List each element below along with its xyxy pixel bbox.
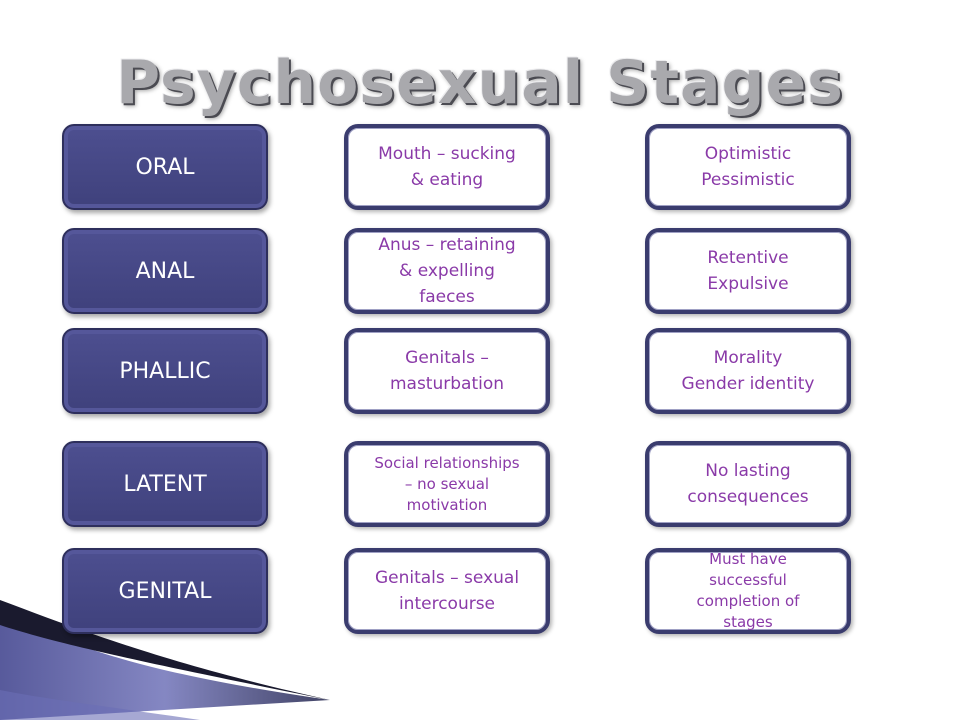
outcome-genital: Must have successful completion of stage…	[645, 548, 851, 634]
outcome-anal: Retentive Expulsive	[645, 228, 851, 314]
stage-latent: LATENT	[62, 441, 268, 527]
stage-anal: ANAL	[62, 228, 268, 314]
stage-phallic: PHALLIC	[62, 328, 268, 414]
focus-phallic: Genitals – masturbation	[344, 328, 550, 414]
focus-genital: Genitals – sexual intercourse	[344, 548, 550, 634]
outcome-oral: Optimistic Pessimistic	[645, 124, 851, 210]
focus-oral: Mouth – sucking & eating	[344, 124, 550, 210]
focus-anal: Anus – retaining & expelling faeces	[344, 228, 550, 314]
page-title: Psychosexual Stages	[116, 48, 844, 118]
stage-oral: ORAL	[62, 124, 268, 210]
outcome-phallic: Morality Gender identity	[645, 328, 851, 414]
stage-genital: GENITAL	[62, 548, 268, 634]
focus-latent: Social relationships – no sexual motivat…	[344, 441, 550, 527]
outcome-latent: No lasting consequences	[645, 441, 851, 527]
